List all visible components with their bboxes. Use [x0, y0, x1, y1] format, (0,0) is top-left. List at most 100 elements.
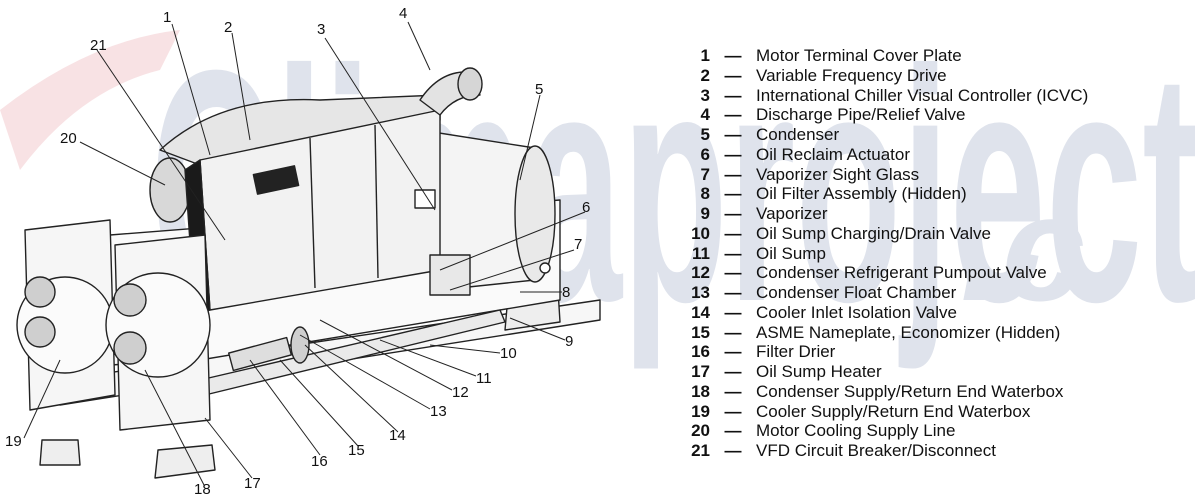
legend-item-16: 16 — Filter Drier — [680, 342, 1195, 362]
legend-label: Filter Drier — [756, 342, 836, 362]
legend-item-21: 21 — VFD Circuit Breaker/Disconnect — [680, 441, 1195, 461]
callout-18: 18 — [194, 481, 211, 498]
callout-3: 3 — [317, 21, 325, 38]
legend-number: 15 — [691, 322, 710, 342]
legend-number: 12 — [691, 263, 710, 283]
legend-item-8: 8 — Oil Filter Assembly (Hidden) — [680, 184, 1195, 204]
legend-item-2: 2 — Variable Frequency Drive — [680, 66, 1195, 86]
legend-number: 9 — [700, 204, 710, 223]
legend-label: Oil Sump Heater — [756, 362, 882, 381]
legend-separator: — — [724, 65, 742, 85]
callout-21: 21 — [90, 37, 107, 54]
legend-separator: — — [724, 204, 742, 223]
callout-2: 2 — [224, 19, 232, 36]
callout-12: 12 — [452, 384, 469, 401]
legend-label: Oil Filter Assembly (Hidden) — [756, 184, 967, 204]
legend-number: 13 — [691, 283, 710, 302]
legend-separator: — — [724, 85, 742, 105]
callout-15: 15 — [348, 442, 365, 459]
watermark-suffix: .c — [960, 164, 1085, 332]
legend-label: Oil Reclaim Actuator — [756, 144, 910, 164]
legend-number: 10 — [691, 223, 710, 243]
legend-separator: — — [724, 421, 742, 441]
legend-separator: — — [724, 223, 742, 243]
callout-9: 9 — [565, 333, 573, 350]
legend-item-15: 15 — ASME Nameplate, Economizer (Hidden) — [680, 323, 1195, 343]
legend-label: Cooler Inlet Isolation Valve — [756, 302, 957, 322]
legend-item-4: 4—Discharge Pipe/Relief Valve — [680, 105, 1195, 125]
legend-separator: — — [724, 362, 742, 381]
legend-label: Condenser Supply/Return End Waterbox — [756, 381, 1064, 401]
legend-separator: — — [724, 381, 742, 401]
callout-10: 10 — [500, 345, 517, 362]
legend-label: ASME Nameplate, Economizer (Hidden) — [756, 322, 1061, 342]
legend-separator: — — [724, 243, 742, 263]
callout-20: 20 — [60, 130, 77, 147]
callout-8: 8 — [562, 284, 570, 301]
legend-item-18: 18 — Condenser Supply/Return End Waterbox — [680, 382, 1195, 402]
legend-number: 3 — [700, 85, 710, 105]
legend-number: 20 — [691, 421, 710, 441]
legend-number: 11 — [692, 243, 710, 263]
legend-number: 6 — [700, 144, 710, 164]
legend-item-3: 3 — International Chiller Visual Controlle… — [680, 86, 1195, 106]
legend-number: 18 — [691, 381, 710, 401]
legend-number: 17 — [691, 362, 710, 381]
legend-label: Vaporizer — [756, 204, 828, 223]
callout-6: 6 — [582, 199, 590, 216]
legend-item-7: 7 — Vaporizer Sight Glass — [680, 165, 1195, 185]
legend-number: 8 — [700, 184, 710, 204]
chiller-drawing: 1 2 3 4 5 6 7 8 9 10 11 12 13 14 15 16 1… — [5, 5, 601, 498]
legend-separator: — — [724, 322, 742, 342]
legend-number: 2 — [700, 65, 710, 85]
legend-separator: — — [724, 441, 742, 460]
legend-item-14: 14 — Cooler Inlet Isolation Valve — [680, 303, 1195, 323]
callout-16: 16 — [311, 453, 328, 470]
legend-separator: — — [724, 164, 742, 184]
callout-17: 17 — [244, 475, 261, 492]
legend-separator: — — [724, 184, 742, 204]
legend-item-13: 13 — Condenser Float Chamber — [680, 283, 1195, 303]
legend-item-20: 20 — Motor Cooling Supply Line — [680, 421, 1195, 441]
callout-14: 14 — [389, 427, 406, 444]
legend-number: 7 — [700, 164, 710, 184]
legend-separator: — — [724, 401, 742, 421]
legend-separator: — — [724, 283, 742, 302]
legend-number: 4 — [700, 105, 710, 125]
legend-number: 21 — [691, 441, 710, 460]
legend-number: 1 — [700, 46, 710, 65]
legend-separator: — — [724, 302, 742, 322]
callout-13: 13 — [430, 403, 447, 420]
legend-separator: — — [724, 342, 742, 362]
legend-item-10: 10 — Oil Sump Charging/Drain Valve — [680, 224, 1195, 244]
legend-separator: — — [724, 263, 742, 283]
legend-label: Condenser Float Chamber — [756, 283, 957, 302]
legend-number: 16 — [691, 342, 710, 362]
legend-item-11: 11—Oil Sump — [680, 244, 1195, 264]
callout-4: 4 — [399, 5, 407, 22]
legend-label: VFD Circuit Breaker/Disconnect — [756, 441, 996, 460]
legend-label: Condenser Refrigerant Pumpout Valve — [756, 263, 1047, 283]
legend-label: Motor Cooling Supply Line — [756, 421, 956, 441]
legend-item-5: 5—Condenser — [680, 125, 1195, 145]
legend-label: Cooler Supply/Return End Waterbox — [756, 401, 1031, 421]
callout-19: 19 — [5, 433, 22, 450]
legend-item-17: 17 — Oil Sump Heater — [680, 362, 1195, 382]
legend-item-19: 19 — Cooler Supply/Return End Waterbox — [680, 402, 1195, 422]
legend-separator: — — [724, 46, 742, 65]
legend-label: Discharge Pipe/Relief Valve — [756, 105, 966, 125]
legend-label: Variable Frequency Drive — [756, 65, 947, 85]
legend-label: International Chiller Visual Controller … — [756, 85, 1089, 105]
legend-item-1: 1—Motor Terminal Cover Plate — [680, 46, 1195, 66]
callout-11: 11 — [476, 370, 492, 387]
callout-7: 7 — [574, 236, 582, 253]
legend-label: Vaporizer Sight Glass — [756, 164, 920, 184]
legend-number: 19 — [691, 401, 710, 421]
legend-item-12: 12 — Condenser Refrigerant Pumpout Valve — [680, 263, 1195, 283]
legend-number: 14 — [691, 302, 710, 322]
legend-label: Oil Sump Charging/Drain Valve — [756, 223, 991, 243]
legend-label: Condenser — [756, 125, 840, 144]
legend-separator: — — [724, 144, 742, 164]
